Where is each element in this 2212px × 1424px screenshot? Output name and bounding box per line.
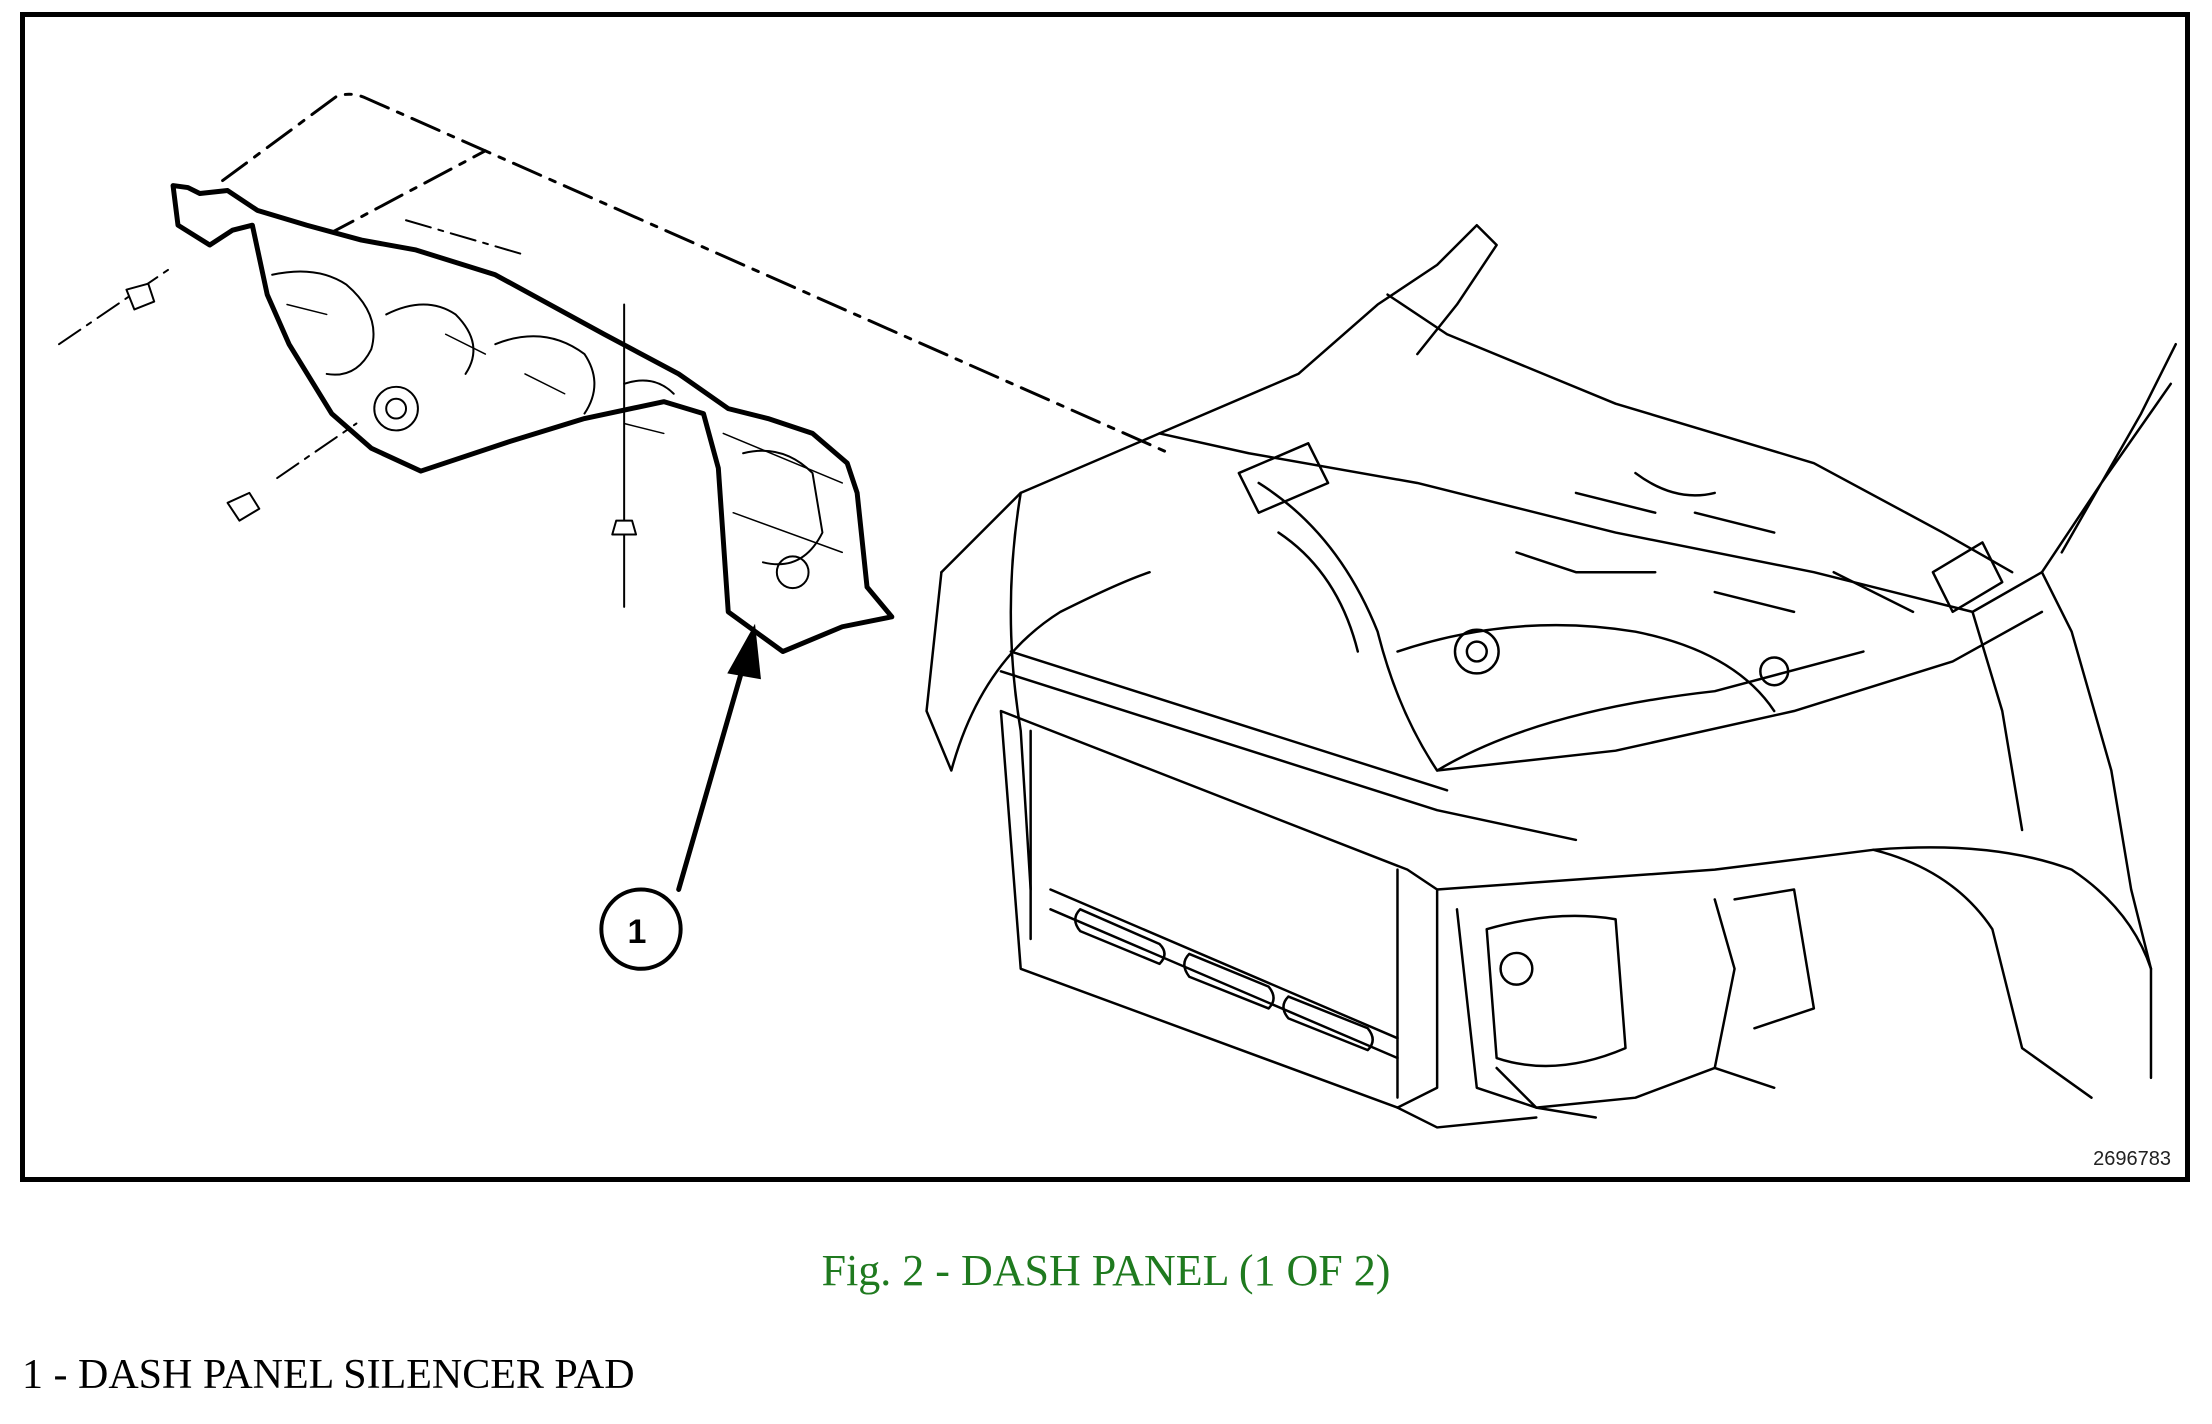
fasteners (58, 219, 638, 608)
installation-path-line (221, 92, 1171, 455)
silencer-pad-outline (170, 183, 895, 655)
push-pin-clip-center (611, 519, 638, 536)
callout-arrow (676, 623, 761, 892)
callout-1 (599, 887, 683, 971)
callout-number: 1 (627, 913, 647, 951)
figure-frame: 2696783 (20, 12, 2190, 1182)
figure-id-label: 2696783 (2093, 1148, 2171, 1170)
push-pin-clip-left (125, 282, 156, 311)
figure-caption: Fig. 2 - DASH PANEL (1 OF 2) (821, 1246, 1391, 1295)
legend-list: 1 - DASH PANEL SILENCER PAD (22, 1350, 635, 1400)
vehicle-body-structure (925, 223, 2178, 1129)
bumper-slot-1 (1074, 908, 1166, 966)
installation-path-line-2 (325, 149, 487, 237)
legend-item: 1 - DASH PANEL SILENCER PAD (22, 1352, 635, 1398)
bumper-slot-2 (1183, 952, 1275, 1010)
silencer-pad (170, 183, 895, 655)
bumper-slot-3 (1282, 995, 1374, 1052)
dash-panel-illustration (58, 92, 2178, 1129)
push-pin-clip-lower (226, 491, 261, 522)
